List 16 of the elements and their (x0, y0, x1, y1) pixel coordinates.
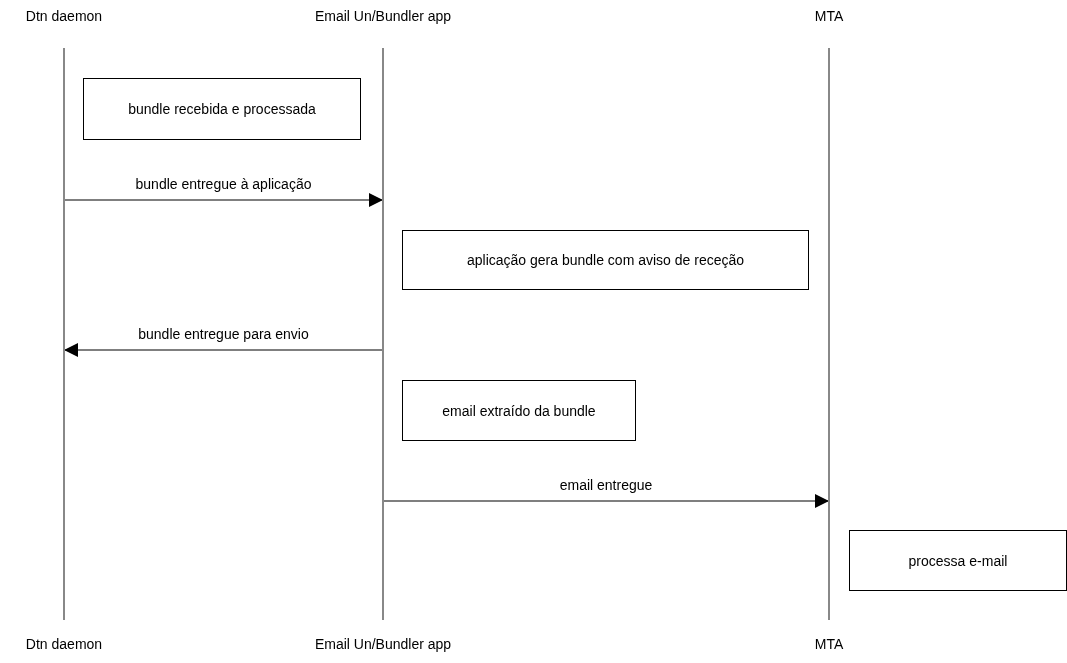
message-arrow (63, 343, 384, 357)
note-box: email extraído da bundle (402, 380, 636, 441)
message-arrow (63, 193, 384, 207)
participant-name: MTA (814, 636, 844, 652)
participant-name: Dtn daemon (25, 8, 103, 24)
note-box: aplicação gera bundle com aviso de receção (402, 230, 809, 290)
message-arrow (382, 494, 830, 508)
edge-label: bundle entregue à aplicação (133, 176, 314, 192)
note-box: processa e-mail (849, 530, 1067, 591)
participant-name: Email Un/Bundler app (314, 8, 452, 24)
participant-name: Dtn daemon (25, 636, 103, 652)
participant-name: MTA (814, 8, 844, 24)
participant-name: Email Un/Bundler app (314, 636, 452, 652)
edge-label: email entregue (557, 477, 655, 493)
note-box: bundle recebida e processada (83, 78, 361, 140)
edge-label: bundle entregue para envio (136, 326, 311, 342)
